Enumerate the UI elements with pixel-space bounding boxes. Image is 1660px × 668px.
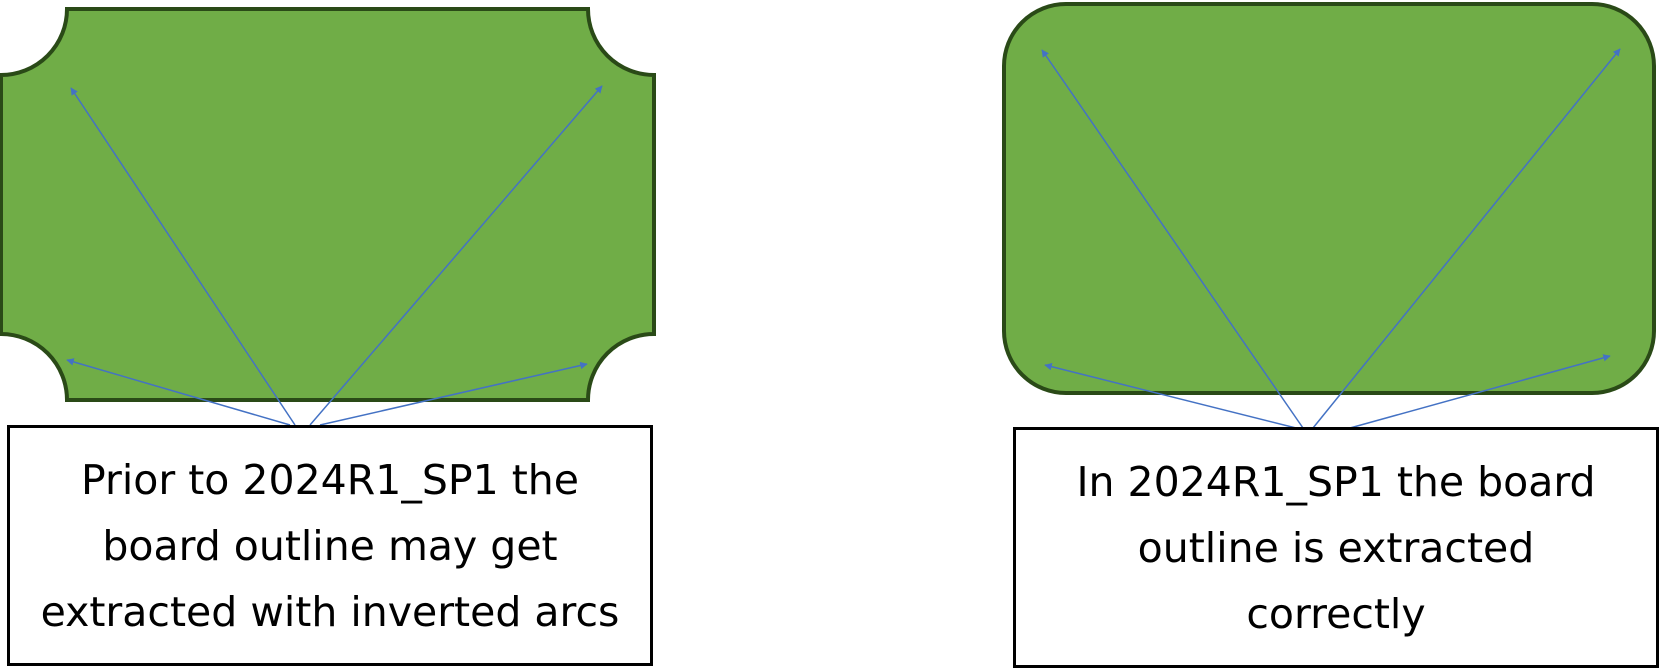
- caption-text-after: In 2024R1_SP1 the board outline is extra…: [1076, 449, 1595, 647]
- arrow-to-bottom-right-corner: [1349, 354, 1611, 429]
- arrow-to-bottom-left-corner: [66, 358, 291, 426]
- board-outline-correct-arcs: [1002, 2, 1656, 395]
- arrow-to-top-right-corner: [1312, 48, 1621, 429]
- caption-box-after: In 2024R1_SP1 the board outline is extra…: [1013, 427, 1659, 668]
- arrow-to-top-left-corner: [1041, 49, 1304, 429]
- arrow-to-top-right-corner: [309, 85, 603, 426]
- caption-line: outline is extracted: [1137, 523, 1535, 572]
- caption-line: Prior to 2024R1_SP1 the: [81, 455, 579, 504]
- arrow-to-bottom-left-corner: [1044, 363, 1297, 429]
- caption-line: extracted with inverted arcs: [40, 587, 620, 636]
- arrow-to-top-left-corner: [70, 87, 296, 426]
- caption-line: In 2024R1_SP1 the board: [1076, 457, 1596, 506]
- caption-text-before: Prior to 2024R1_SP1 the board outline ma…: [41, 447, 620, 645]
- caption-box-before: Prior to 2024R1_SP1 the board outline ma…: [7, 425, 653, 666]
- board-outline-inverted-arcs: [0, 7, 656, 402]
- caption-line: board outline may get: [102, 521, 558, 570]
- arrows-right: [1041, 48, 1621, 429]
- caption-line: correctly: [1246, 589, 1426, 638]
- arrow-to-bottom-right-corner: [319, 361, 588, 426]
- arrows-left: [66, 85, 603, 426]
